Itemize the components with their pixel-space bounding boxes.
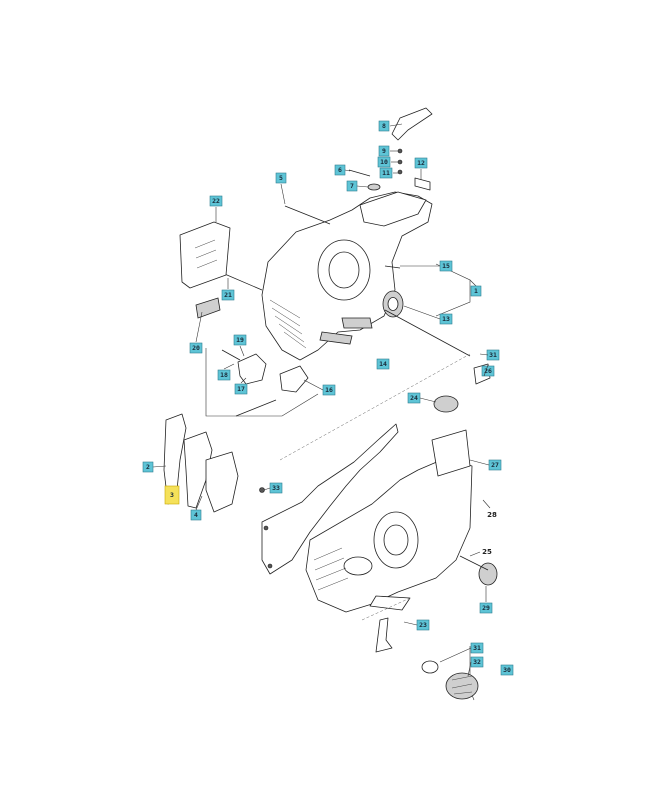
svg-text:8: 8 — [382, 122, 386, 130]
callout-2[interactable]: 2 — [142, 461, 154, 473]
svg-text:19: 19 — [236, 336, 244, 344]
callout-14[interactable]: 14 — [376, 358, 390, 370]
svg-text:22: 22 — [212, 197, 220, 205]
svg-text:13: 13 — [442, 315, 450, 323]
svg-text:31: 31 — [473, 644, 481, 652]
svg-text:2: 2 — [146, 463, 150, 471]
callout-27[interactable]: 27 — [488, 459, 502, 471]
svg-text:23: 23 — [419, 621, 427, 629]
svg-text:27: 27 — [491, 461, 499, 469]
svg-text:20: 20 — [192, 344, 200, 352]
svg-text:18: 18 — [220, 371, 228, 379]
callout-29[interactable]: 29 — [479, 602, 493, 614]
svg-text:4: 4 — [194, 511, 198, 519]
lower-crankcase-part — [305, 363, 498, 613]
svg-text:24: 24 — [410, 394, 418, 402]
callout-13[interactable]: 13 — [439, 313, 453, 325]
svg-text:30: 30 — [503, 666, 511, 674]
callout-6[interactable]: 6 — [334, 164, 346, 176]
callout-26[interactable]: 26 — [481, 365, 495, 377]
svg-text:5: 5 — [279, 174, 283, 182]
callout-22[interactable]: 22 — [209, 195, 223, 207]
callout-17[interactable]: 17 — [234, 383, 248, 395]
svg-text:12: 12 — [417, 159, 425, 167]
callout-11[interactable]: 11 — [379, 167, 393, 179]
callout-10[interactable]: 10 — [377, 156, 391, 168]
svg-text:11: 11 — [382, 169, 390, 177]
callout-23[interactable]: 23 — [416, 619, 430, 631]
callout-12[interactable]: 12 — [414, 157, 428, 169]
svg-text:3: 3 — [170, 491, 174, 499]
svg-text:31: 31 — [489, 351, 497, 359]
callout-7[interactable]: 7 — [346, 180, 358, 192]
svg-text:29: 29 — [482, 604, 490, 612]
svg-text:26: 26 — [484, 367, 492, 375]
callout-1[interactable]: 1 — [470, 285, 482, 297]
svg-text:7: 7 — [350, 182, 354, 190]
svg-text:17: 17 — [237, 385, 245, 393]
label-25: 25 — [482, 548, 492, 556]
svg-text:9: 9 — [382, 147, 386, 155]
svg-text:15: 15 — [442, 262, 450, 270]
callout-33[interactable]: 33 — [269, 482, 283, 494]
svg-text:1: 1 — [474, 287, 478, 295]
svg-text:32: 32 — [473, 658, 481, 666]
svg-text:16: 16 — [325, 386, 333, 394]
filter-cover-parts — [375, 617, 479, 700]
callout-3-selected[interactable]: 3 — [164, 485, 180, 505]
guide-lines — [279, 263, 481, 701]
callout-leaders — [152, 123, 491, 677]
callout-15[interactable]: 15 — [439, 260, 453, 272]
svg-text:33: 33 — [272, 484, 280, 492]
svg-text:14: 14 — [379, 360, 387, 368]
callout-31[interactable]: 31 — [470, 642, 484, 654]
shield-parts — [163, 413, 239, 513]
callout-18[interactable]: 18 — [217, 369, 231, 381]
callout-9[interactable]: 9 — [378, 145, 390, 157]
callout-8[interactable]: 8 — [378, 120, 390, 132]
callout-32[interactable]: 32 — [470, 656, 484, 668]
svg-text:10: 10 — [380, 158, 388, 166]
callout-4[interactable]: 4 — [190, 509, 202, 521]
svg-text:6: 6 — [338, 166, 342, 174]
callout-20[interactable]: 20 — [189, 342, 203, 354]
callout-16[interactable]: 16 — [322, 384, 336, 396]
heat-shield-plate — [179, 221, 231, 319]
gasket-part — [259, 423, 399, 575]
callout-24[interactable]: 24 — [407, 392, 421, 404]
callout-31-upper[interactable]: 31 — [486, 349, 500, 361]
callout-19[interactable]: 19 — [233, 334, 247, 346]
callout-30[interactable]: 30 — [500, 664, 514, 676]
svg-text:21: 21 — [224, 291, 232, 299]
callout-5[interactable]: 5 — [275, 172, 287, 184]
label-28: 28 — [487, 511, 497, 519]
callout-21[interactable]: 21 — [221, 289, 235, 301]
mount-parts-group — [205, 348, 319, 417]
upper-crankcase-part — [219, 107, 471, 361]
